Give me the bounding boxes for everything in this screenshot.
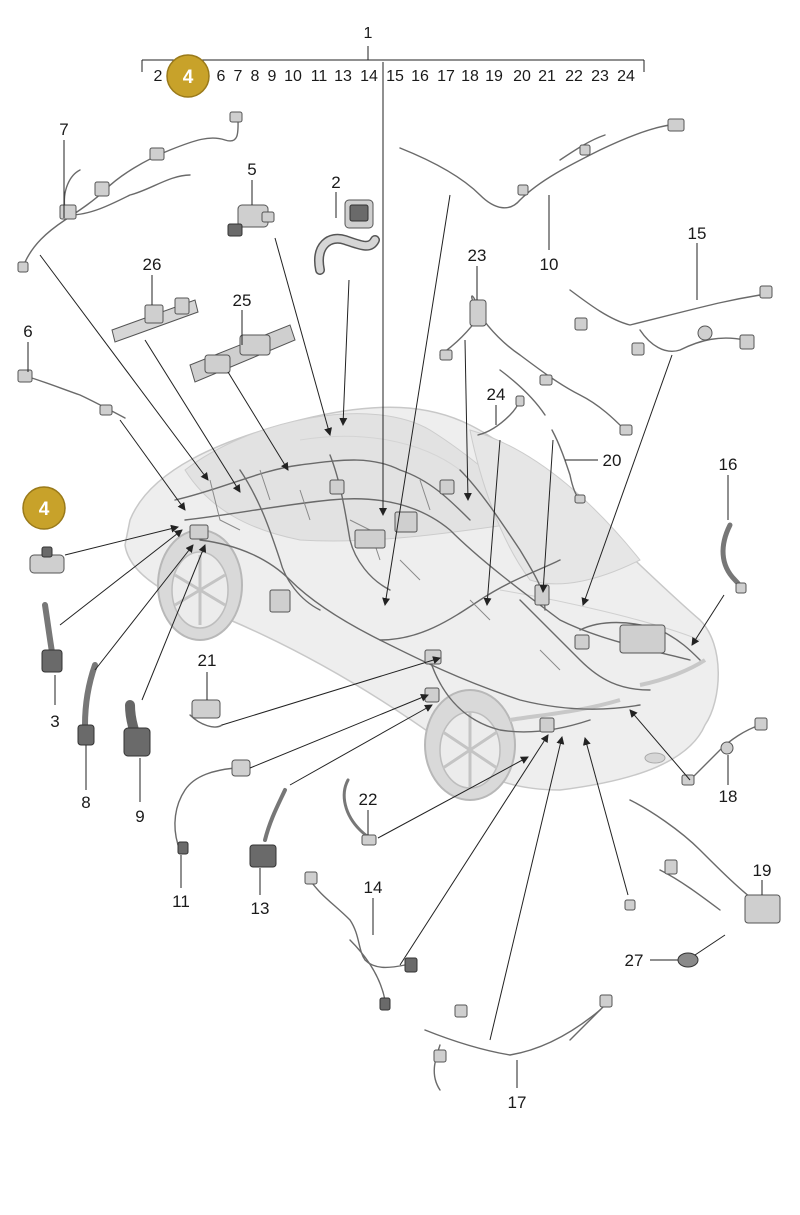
callout-4-badge[interactable]	[22, 486, 66, 530]
callout-8[interactable]: 8	[81, 793, 90, 812]
callout-21[interactable]: 21	[198, 651, 217, 670]
callout-20[interactable]: 20	[603, 451, 622, 470]
callout-13[interactable]: 13	[251, 899, 270, 918]
callout-5[interactable]: 5	[247, 160, 256, 179]
callout-25[interactable]: 25	[233, 291, 252, 310]
index-item-11[interactable]: 11	[311, 68, 328, 85]
index-bar-header: 1	[364, 25, 373, 42]
index-item-22[interactable]: 22	[565, 68, 583, 85]
part-26-bracket[interactable]	[111, 297, 199, 343]
callout-18[interactable]: 18	[719, 787, 738, 806]
part-7-front-harness[interactable]	[17, 111, 243, 273]
callout-7[interactable]: 7	[59, 120, 68, 139]
index-item-6[interactable]: 6	[217, 68, 226, 85]
callout-14[interactable]: 14	[364, 878, 383, 897]
index-item-14[interactable]: 14	[360, 68, 378, 85]
index-item-17[interactable]: 17	[437, 68, 455, 85]
index-item-2[interactable]: 2	[154, 68, 163, 85]
part-13-sensor[interactable]	[249, 788, 287, 868]
callout-23[interactable]: 23	[468, 246, 487, 265]
part-3-sensor[interactable]	[41, 602, 63, 673]
part-25-bracket[interactable]	[189, 324, 296, 383]
part-9-actuator[interactable]	[123, 700, 151, 757]
index-item-16[interactable]: 16	[411, 68, 429, 85]
callout-2[interactable]: 2	[331, 173, 340, 192]
index-item-10[interactable]: 10	[284, 68, 302, 85]
part-17-harness[interactable]	[424, 994, 613, 1091]
part-23-harness[interactable]	[439, 295, 633, 436]
car-body	[124, 406, 719, 801]
callout-6[interactable]: 6	[23, 322, 32, 341]
callout-27[interactable]: 27	[625, 951, 644, 970]
index-item-24[interactable]: 24	[617, 68, 635, 85]
callout-15[interactable]: 15	[688, 224, 707, 243]
index-highlight-badge[interactable]	[166, 54, 210, 98]
callout-24[interactable]: 24	[487, 385, 506, 404]
part-27-horn[interactable]	[677, 952, 699, 968]
callout-labels: 2 3 4 5 6 7 8 9 10 11 13 14 15 16 17 18 …	[22, 120, 772, 1112]
index-item-4[interactable]: 4	[183, 67, 194, 88]
part-10-harness[interactable]	[399, 118, 685, 209]
part-5-sensor[interactable]	[227, 204, 275, 237]
part-6-harness[interactable]	[17, 369, 126, 419]
index-item-7[interactable]: 7	[234, 68, 243, 85]
index-item-15[interactable]: 15	[386, 68, 404, 85]
part-18-harness[interactable]	[681, 717, 768, 786]
main-wiring-harness	[174, 454, 701, 733]
callout-17[interactable]: 17	[508, 1093, 527, 1112]
index-item-9[interactable]: 9	[268, 68, 277, 85]
index-item-8[interactable]: 8	[251, 68, 260, 85]
callout-9[interactable]: 9	[135, 807, 144, 826]
callout-26[interactable]: 26	[143, 255, 162, 274]
part-15-harness[interactable]	[569, 285, 773, 356]
callout-3[interactable]: 3	[50, 712, 59, 731]
callout-10[interactable]: 10	[540, 255, 559, 274]
part-24-harness[interactable]	[477, 395, 525, 436]
callout-19[interactable]: 19	[753, 861, 772, 880]
part-22-tube[interactable]	[342, 778, 377, 846]
part-20-harness[interactable]	[551, 429, 586, 504]
part-11-harness[interactable]	[174, 759, 251, 855]
part-4-sensor[interactable]	[29, 546, 65, 574]
part-8-sensor[interactable]	[77, 662, 98, 746]
index-item-19[interactable]: 19	[485, 68, 503, 85]
part-2-connector[interactable]	[314, 199, 380, 275]
part-14-harness[interactable]	[304, 871, 418, 1011]
callout-4[interactable]: 4	[39, 499, 50, 520]
callout-22[interactable]: 22	[359, 790, 378, 809]
part-21-connector[interactable]	[189, 699, 223, 728]
index-item-20[interactable]: 20	[513, 68, 531, 85]
index-item-18[interactable]: 18	[461, 68, 479, 85]
callout-16[interactable]: 16	[719, 455, 738, 474]
callout-11[interactable]: 11	[172, 892, 190, 911]
leader-lines	[27, 62, 763, 1088]
index-item-21[interactable]: 21	[538, 68, 556, 85]
index-item-13[interactable]: 13	[334, 68, 352, 85]
part-16-tube[interactable]	[720, 522, 747, 594]
part-19-control-module[interactable]	[624, 799, 781, 924]
index-item-23[interactable]: 23	[591, 68, 609, 85]
